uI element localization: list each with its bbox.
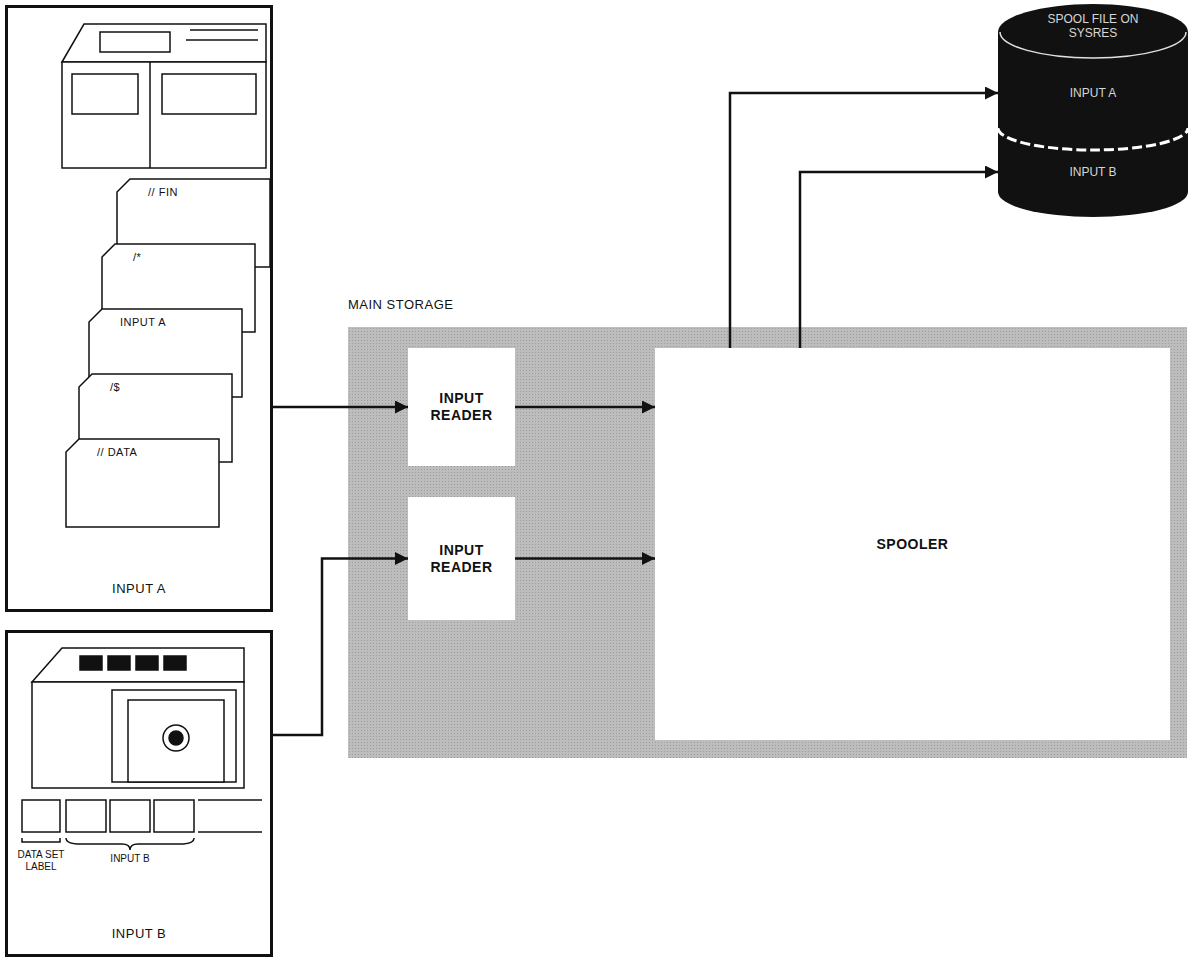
card-reader-top	[62, 24, 266, 62]
diskette-hole	[169, 731, 183, 745]
main-storage: MAIN STORAGEINPUT READERINPUT READERSPOO…	[348, 327, 1187, 758]
node-label: // FIN	[148, 186, 178, 199]
node-label: INPUT B	[112, 926, 167, 942]
punched-card: // DATA	[65, 438, 220, 528]
flow-arrow	[730, 93, 998, 348]
diskette	[128, 700, 224, 782]
drive-key	[80, 656, 102, 670]
process-box: SPOOLER	[655, 348, 1170, 740]
node-label: /*	[133, 251, 141, 264]
card-reader-panel	[162, 74, 256, 114]
drive-front	[32, 682, 244, 788]
track-cell	[110, 800, 150, 832]
track-line	[198, 831, 262, 833]
node-label: INPUT A	[1068, 86, 1118, 100]
node-label: MAIN STORAGE	[348, 297, 453, 313]
node-label: // DATA	[97, 446, 137, 459]
process-box: INPUT READER	[408, 348, 515, 466]
node-label: INPUT READER	[422, 390, 502, 424]
disk-cylinder: SPOOL FILE ON SYSRES INPUT A INPUT B	[998, 2, 1188, 218]
card-outline	[66, 439, 219, 527]
card-reader-body	[62, 62, 266, 168]
card-reader-divider	[149, 62, 151, 168]
input-panel: INPUT B	[5, 630, 273, 957]
node-label: /$	[110, 381, 120, 394]
drive-opening	[112, 690, 236, 782]
track-line	[198, 799, 262, 801]
diskette-hub	[163, 725, 189, 751]
drive-key	[108, 656, 130, 670]
flow-arrow	[800, 172, 998, 348]
node-label: SPOOL FILE ON SYSRES	[1038, 12, 1148, 41]
field-label: DATA SET LABEL	[14, 849, 68, 872]
flow-arrow	[515, 406, 655, 409]
drive-top	[32, 648, 244, 682]
node-label: SPOOLER	[877, 536, 949, 553]
label-brace	[66, 838, 194, 850]
disk-body	[998, 4, 1188, 217]
drive-key	[136, 656, 158, 670]
disk-segment: INPUT B	[998, 134, 1188, 210]
node-label: INPUT A	[120, 316, 166, 329]
card-reader-slot	[186, 39, 258, 41]
card-reader	[62, 24, 266, 168]
track-cell	[22, 800, 60, 832]
node-label: INPUT B	[1068, 165, 1118, 179]
node-label: INPUT READER	[422, 542, 502, 576]
drive-key	[164, 656, 186, 670]
card-reader-slot	[190, 29, 258, 31]
flow-arrow	[273, 559, 408, 736]
card-outline	[65, 438, 220, 528]
process-box: INPUT READER	[408, 497, 515, 620]
flow-arrow	[515, 557, 655, 560]
node-label: INPUT A	[112, 581, 166, 597]
diskette-drive	[32, 648, 244, 788]
field-label: INPUT B	[95, 853, 165, 865]
track-cell	[154, 800, 194, 832]
input-panel: INPUT A // FIN /* INPUT A /$ // DATA	[5, 5, 273, 612]
card-reader-panel	[72, 74, 138, 114]
data-track	[22, 800, 262, 850]
disk-separator	[998, 128, 1188, 150]
card-hopper	[100, 32, 170, 52]
flow-arrow	[273, 406, 408, 409]
track-cell	[66, 800, 106, 832]
label-bracket	[22, 838, 60, 842]
disk-segment: INPUT A	[998, 62, 1188, 124]
